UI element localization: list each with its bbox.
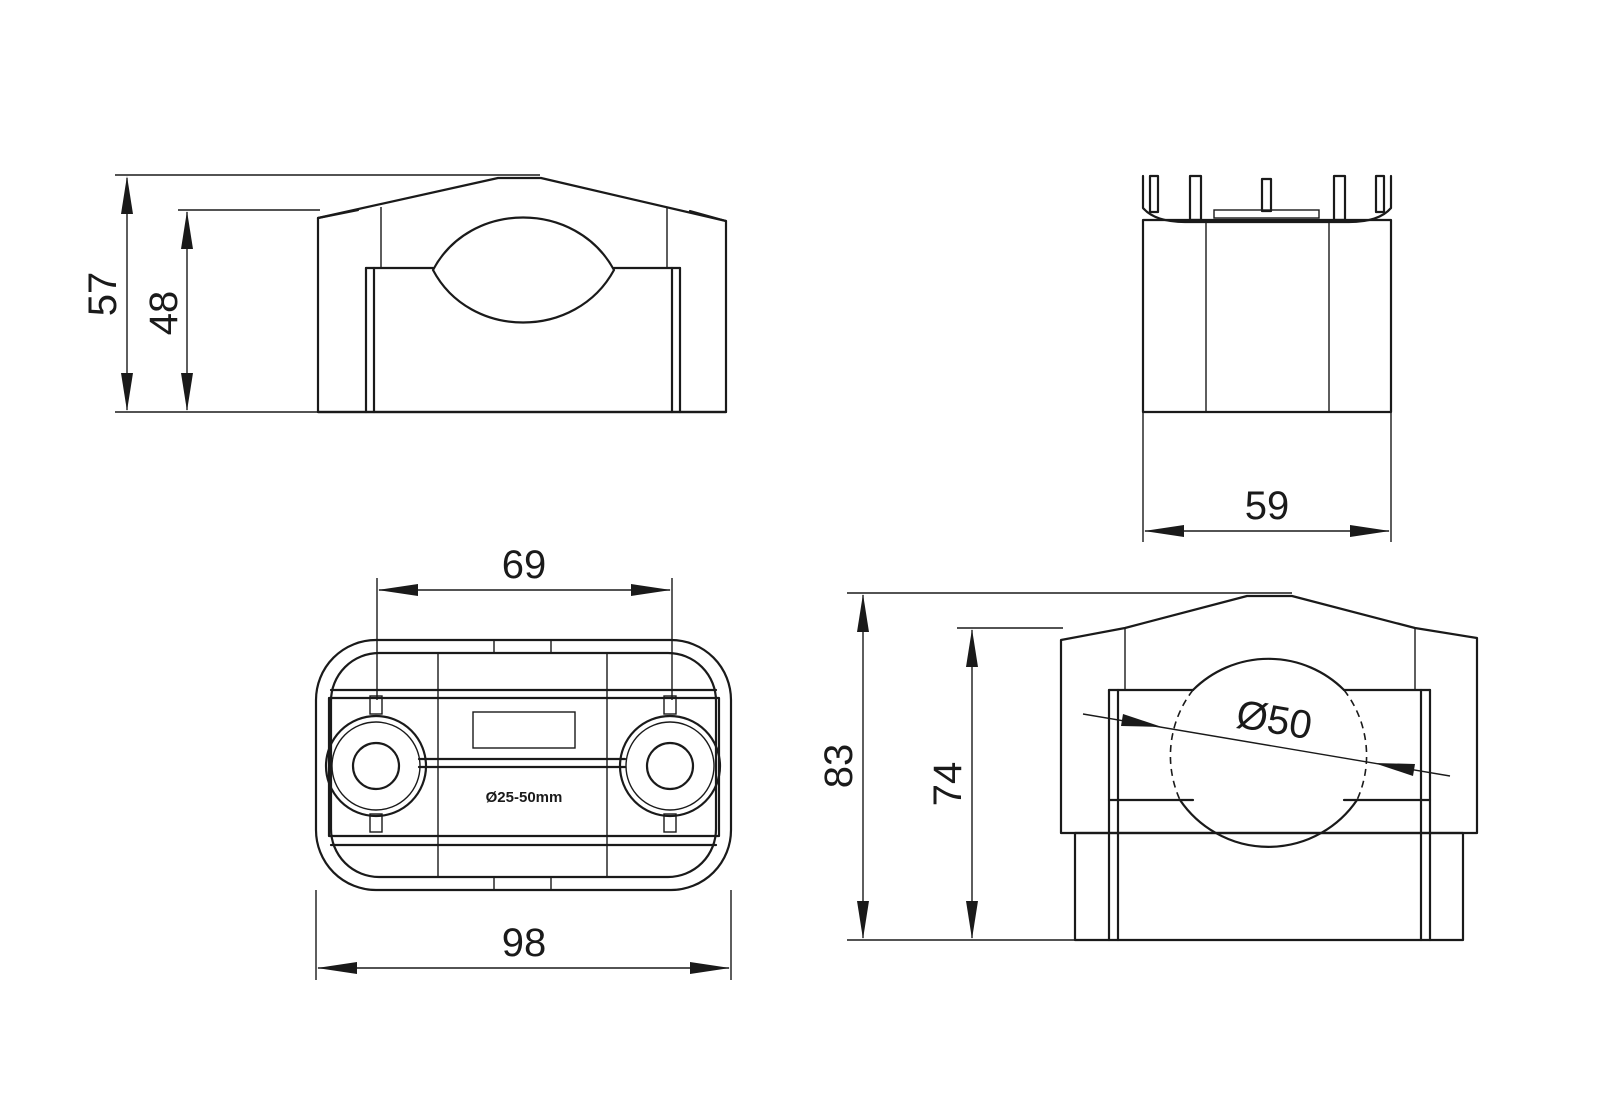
mounting-hole-right: [645, 741, 695, 791]
dim-bore-diameter: Ø50: [1233, 692, 1315, 748]
top-view-dimensions: 69 98: [315, 543, 732, 980]
top-view: Ø25-50mm: [314, 638, 733, 892]
dim-height-83: 83: [817, 744, 861, 789]
end-view-dimensions: 59: [1142, 412, 1392, 542]
dim-height-74: 74: [926, 762, 970, 807]
dim-width-59: 59: [1245, 484, 1290, 528]
side-view: [316, 176, 728, 414]
range-marking: Ø25-50mm: [486, 789, 563, 806]
front-view: [1059, 594, 1479, 942]
dim-height-48: 48: [142, 291, 186, 336]
lower-bore-arc: [1178, 798, 1359, 848]
bore-hidden-left: [1169, 689, 1194, 801]
dim-length-98: 98: [502, 921, 547, 965]
front-view-dimensions: 83 74 Ø50: [817, 592, 1451, 941]
mounting-boss-left: [324, 714, 428, 818]
dim-hole-spacing-69: 69: [502, 543, 547, 587]
upper-bore-arc: [1191, 657, 1346, 692]
bore-hidden-right: [1343, 689, 1368, 801]
side-clamp-opening: [431, 216, 616, 324]
side-view-dimensions: 57 48: [81, 174, 540, 413]
end-view: [1141, 174, 1393, 414]
dim-height-57: 57: [81, 272, 125, 317]
mounting-hole-left: [351, 741, 401, 791]
mounting-boss-right: [618, 714, 722, 818]
